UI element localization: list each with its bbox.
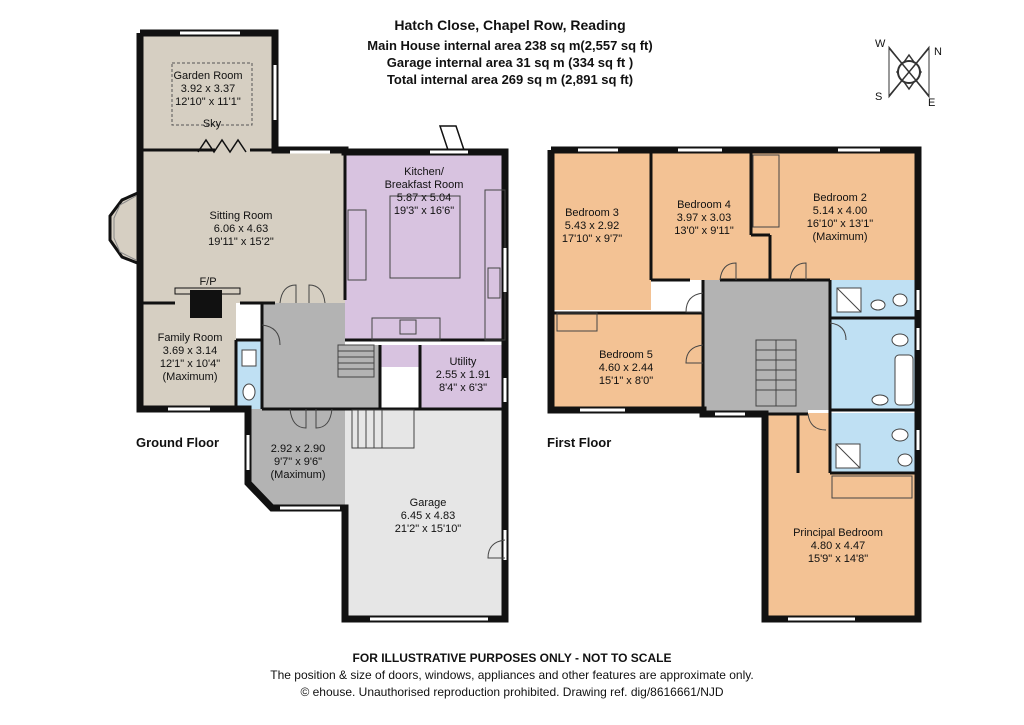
disclaimer-text: The position & size of doors, windows, a… [270, 668, 754, 682]
bedroom5-fill [551, 313, 703, 410]
principal-name: Principal Bedroom [793, 527, 883, 539]
landing-fill [703, 280, 830, 414]
disclaimer-title: FOR ILLUSTRATIVE PURPOSES ONLY - NOT TO … [352, 651, 672, 665]
utility-imperial: 8'4" x 6'3" [439, 382, 487, 394]
kitchen-fill [345, 152, 505, 340]
sitting-room-imperial: 19'11" x 15'2" [208, 236, 274, 248]
utility-fill [420, 345, 505, 409]
bedroom3-name: Bedroom 3 [565, 207, 619, 219]
garage-imperial: 21'2" x 15'10" [395, 523, 462, 535]
fireplace-icon [190, 290, 222, 318]
principal-metric: 4.80 x 4.47 [811, 540, 865, 552]
kitchen-imperial: 19'3" x 16'6" [394, 205, 454, 217]
kitchen-island [389, 195, 461, 279]
utility-metric: 2.55 x 1.91 [436, 369, 490, 381]
family-room-metric: 3.69 x 3.14 [163, 345, 217, 357]
family-room-note: (Maximum) [163, 371, 218, 383]
bedroom4-metric: 3.97 x 3.03 [677, 212, 731, 224]
bathtub-icon [894, 354, 914, 406]
sink-icon [487, 267, 501, 299]
first-floor-plan: Bedroom 3 5.43 x 2.92 17'10" x 9'7" Bedr… [547, 146, 922, 623]
compass-w: W [875, 38, 886, 50]
hob-icon [399, 319, 417, 335]
compass-e: E [928, 97, 935, 109]
compass-icon: W N S E [875, 38, 942, 109]
pantry-fill [380, 345, 420, 367]
stairs-ground [337, 344, 415, 449]
compass-n: N [934, 46, 942, 58]
kitchen-name-2: Breakfast Room [385, 179, 464, 191]
garage-fill [345, 409, 505, 619]
bedroom5-name: Bedroom 5 [599, 349, 653, 361]
title-address: Hatch Close, Chapel Row, Reading [394, 17, 626, 33]
toilet-icon [891, 333, 909, 347]
bedroom5-metric: 4.60 x 2.44 [599, 362, 653, 374]
garage-metric: 6.45 x 4.83 [401, 510, 455, 522]
garden-room-imperial: 12'10" x 11'1" [175, 96, 241, 108]
hall-note: (Maximum) [271, 469, 326, 481]
sky-label: Sky [203, 118, 222, 130]
garden-room-name: Garden Room [173, 70, 242, 82]
copyright-text: © ehouse. Unauthorised reproduction proh… [300, 685, 724, 699]
principal-imperial: 15'9" x 14'8" [808, 553, 868, 565]
bedroom4-fill [651, 150, 751, 280]
first-floor-label: First Floor [547, 435, 611, 450]
family-room-imperial: 12'1" x 10'4" [160, 358, 220, 370]
ground-floor-plan: Garden Room 3.92 x 3.37 12'10" x 11'1" S… [108, 29, 509, 623]
basin-icon [241, 349, 257, 367]
garage-area-text: Garage internal area 31 sq m (334 sq ft … [386, 55, 634, 70]
bifold-doors-icon [197, 138, 247, 154]
bedroom3-fill [551, 150, 651, 310]
bedroom2-imperial: 16'10" x 13'1" [807, 218, 874, 230]
bedroom5-imperial: 15'1" x 8'0" [599, 375, 653, 387]
bedroom2-metric: 5.14 x 4.00 [813, 205, 867, 217]
kitchen-metric: 5.87 x 5.04 [397, 192, 451, 204]
hall-metric: 2.92 x 2.90 [271, 443, 325, 455]
ground-floor-label: Ground Floor [136, 435, 219, 450]
sitting-room-name: Sitting Room [210, 210, 273, 222]
bedroom2-name: Bedroom 2 [813, 192, 867, 204]
stairs-first [755, 339, 797, 407]
sitting-room-fill [140, 150, 345, 303]
principal-fill [765, 473, 918, 619]
family-room-fill [140, 303, 236, 409]
utility-name: Utility [450, 356, 477, 368]
family-room-name: Family Room [158, 332, 223, 344]
main-area-text: Main House internal area 238 sq m(2,557 … [367, 38, 653, 53]
total-area-text: Total internal area 269 sq m (2,891 sq f… [386, 72, 634, 87]
garage-name: Garage [410, 497, 447, 509]
kitchen-name-1: Kitchen/ [404, 166, 445, 178]
bedroom4-imperial: 13'0" x 9'11" [674, 225, 734, 237]
toilet-icon [242, 383, 256, 401]
garden-room-metric: 3.92 x 3.37 [181, 83, 235, 95]
sitting-room-metric: 6.06 x 4.63 [214, 223, 268, 235]
bedroom2-note: (Maximum) [813, 231, 868, 243]
bedroom4-name: Bedroom 4 [677, 199, 731, 211]
hall-imperial: 9'7" x 9'6" [274, 456, 322, 468]
garden-room-fill [140, 33, 275, 150]
compass-s: S [875, 91, 882, 103]
basin-icon [871, 394, 889, 406]
fireplace-label: F/P [199, 276, 216, 288]
bedroom3-metric: 5.43 x 2.92 [565, 220, 619, 232]
bedroom3-imperial: 17'10" x 9'7" [562, 233, 622, 245]
sky-lantern [171, 62, 253, 126]
hall-fill [248, 303, 380, 508]
